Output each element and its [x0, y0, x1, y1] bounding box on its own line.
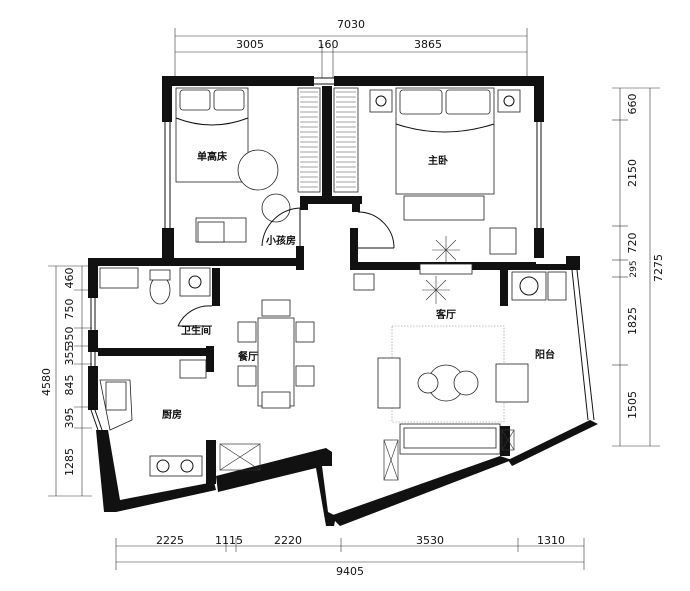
dim-top-total: 7030 — [337, 18, 365, 31]
dim-top-right: 3865 — [414, 38, 442, 51]
dim-right-4: 295 — [629, 260, 639, 277]
dim-left-1: 460 — [63, 268, 76, 289]
room-labels: 单高床 主卧 小孩房 卫生间 餐厅 客厅 厨房 阳台 — [162, 150, 555, 421]
room-dining: 餐厅 — [237, 350, 258, 363]
kitchen-fixtures — [99, 359, 207, 477]
dim-left-6: 395 — [63, 408, 76, 429]
dim-bottom-5: 1310 — [537, 534, 565, 547]
dimension-top: 7030 3005 160 3865 — [174, 18, 528, 78]
dim-bottom-1: 2225 — [156, 534, 184, 547]
living-furniture — [353, 263, 529, 455]
dim-left-total: 4580 — [40, 368, 53, 396]
dim-left-2: 750 — [63, 299, 76, 320]
dimension-bottom: 2225 1115 2220 3530 1310 9405 — [115, 534, 585, 578]
dim-right-6: 1505 — [626, 391, 639, 419]
doors — [177, 207, 395, 327]
dim-left-7: 1285 — [63, 448, 76, 476]
dimension-right: 660 2150 720 295 1825 1505 7275 — [612, 87, 665, 447]
dining-table — [237, 299, 315, 409]
room-single-bedroom: 单高床 — [197, 150, 228, 163]
dim-left-4: 355 — [63, 345, 76, 366]
dim-top-mid: 160 — [318, 38, 339, 51]
room-master-bedroom: 主卧 — [428, 154, 448, 167]
room-kitchen: 厨房 — [162, 408, 182, 421]
balcony-fixtures — [511, 271, 567, 301]
dim-right-3: 720 — [626, 233, 639, 254]
bathroom-fixtures — [99, 267, 211, 305]
counter-hatch — [219, 236, 515, 481]
dim-bottom-4: 3530 — [416, 534, 444, 547]
windows — [90, 77, 595, 431]
dim-top-left: 3005 — [236, 38, 264, 51]
room-balcony: 阳台 — [535, 348, 555, 361]
dim-right-2: 2150 — [626, 159, 639, 187]
dim-left-3: 350 — [63, 327, 76, 348]
walls — [88, 76, 598, 526]
dim-right-1: 660 — [626, 94, 639, 115]
dim-right-total: 7275 — [652, 254, 665, 282]
dim-bottom-total: 9405 — [336, 565, 364, 578]
dim-bottom-3: 2220 — [274, 534, 302, 547]
dim-left-5: 845 — [63, 375, 76, 396]
room-bathroom: 卫生间 — [181, 324, 211, 337]
dim-bottom-2: 1115 — [215, 534, 243, 547]
room-kids-room: 小孩房 — [265, 234, 296, 247]
dim-right-5: 1825 — [626, 307, 639, 335]
master-bed — [369, 87, 521, 255]
room-living: 客厅 — [435, 308, 456, 321]
single-bed — [175, 87, 291, 243]
dimension-left: 4580 460 750 350 355 845 395 1285 — [40, 265, 92, 497]
wardrobes — [297, 87, 359, 193]
